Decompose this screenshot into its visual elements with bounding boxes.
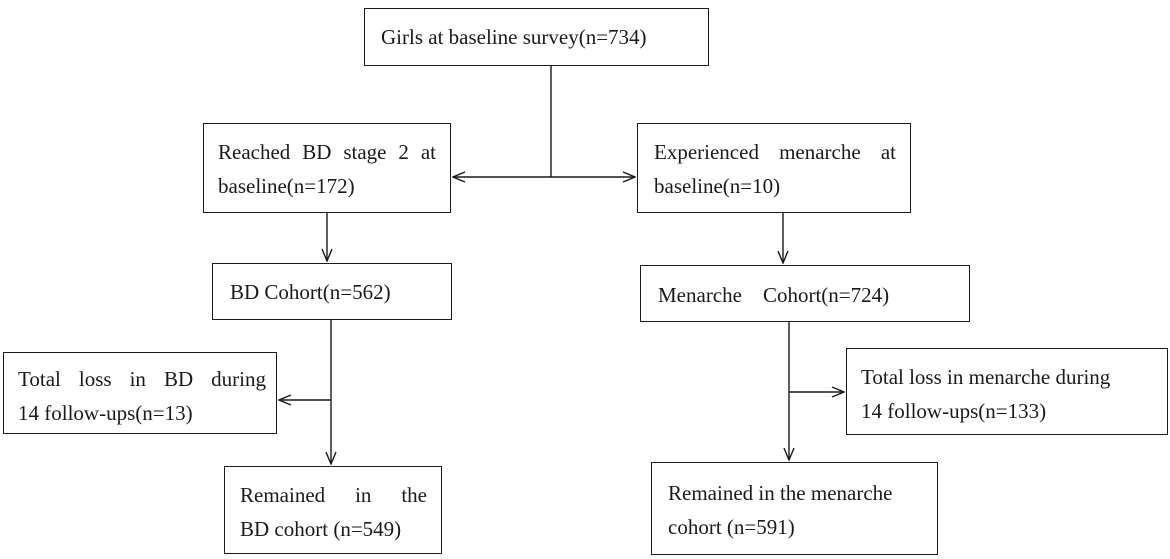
bd-loss-text-line-1: Total loss in BD during [18, 367, 266, 391]
bd-remained-text-line-1: Remained in the [240, 483, 427, 507]
menarche-cohort-text: Menarche Cohort(n=724) [658, 283, 890, 307]
menarche-baseline-text-line-2: baseline(n=10) [654, 174, 781, 198]
bd-stage-text-line-2: baseline(n=172) [218, 174, 355, 198]
bd-loss-box: Total loss in BD during 14 follow-ups(n=… [3, 352, 277, 434]
baseline-survey-text: Girls at baseline survey(n=734) [381, 25, 647, 49]
bd-remained-box: Remained in the BD cohort (n=549) [224, 466, 442, 554]
bd-remained-text-line-2: BD cohort (n=549) [240, 517, 402, 541]
menarche-remained-box: Remained in the menarche cohort (n=591) [651, 462, 938, 555]
menarche-baseline-box: Experienced menarche at baseline(n=10) [637, 123, 911, 213]
bd-stage-text-line-1: Reached BD stage 2 at [218, 140, 436, 164]
baseline-survey-box: Girls at baseline survey(n=734) [364, 8, 709, 66]
bd-loss-text-line-2: 14 follow-ups(n=13) [18, 401, 193, 425]
bd-cohort-box: BD Cohort(n=562) [212, 263, 452, 320]
bd-stage-baseline-box: Reached BD stage 2 at baseline(n=172) [203, 123, 451, 213]
bd-cohort-text: BD Cohort(n=562) [230, 280, 391, 304]
menarche-remained-text-line-2: cohort (n=591) [668, 515, 795, 539]
menarche-baseline-text-line-1: Experienced menarche at [654, 140, 896, 164]
menarche-loss-text-line-2: 14 follow-ups(n=133) [861, 399, 1047, 423]
menarche-remained-text-line-1: Remained in the menarche [668, 481, 893, 505]
menarche-loss-box: Total loss in menarche during 14 follow-… [846, 348, 1168, 435]
menarche-loss-text-line-1: Total loss in menarche during [861, 365, 1111, 389]
menarche-cohort-box: Menarche Cohort(n=724) [640, 265, 970, 322]
